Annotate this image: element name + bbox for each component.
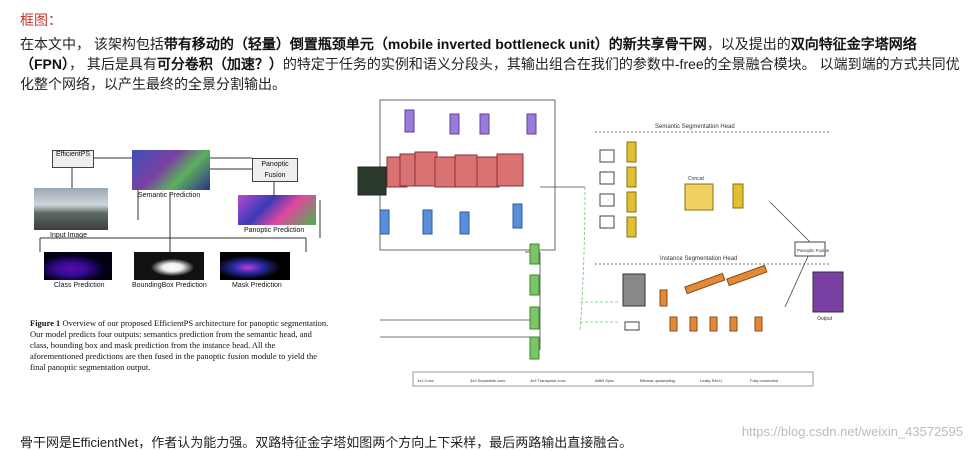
mask-block: [754, 316, 763, 332]
watermark: https://blog.csdn.net/weixin_43572595: [741, 424, 963, 439]
fpn-top-blocks: [404, 109, 537, 135]
legend-item: Fully connected: [750, 378, 778, 383]
mask-image: [220, 252, 290, 280]
para-text-4: 的特定于任务的实例和语义分段头，其输出组合在我们的参数中-free的全景融合模块…: [20, 56, 960, 92]
summary-text: 骨干网是EfficientNet，作者认为能力强。双路特征金字塔如图两个方向上下…: [20, 435, 633, 450]
fpn-bottom-block: [379, 209, 390, 235]
concat-block: [684, 183, 714, 211]
output-block: [529, 336, 540, 360]
overview-figure: EfficientPS Input Image Semantic Predict…: [20, 140, 338, 390]
lsfe-module: [599, 215, 615, 229]
panoptic-pred-label: Panoptic Prediction: [244, 227, 305, 234]
para-bold-3: 可分卷积（加速？）: [156, 56, 283, 72]
backbone-block: [476, 156, 500, 188]
semantic-head: [599, 141, 744, 238]
rpn-module: [624, 321, 640, 331]
input-image: [34, 188, 108, 230]
backbone-block: [414, 151, 438, 187]
legend-item: 3x3 Transpose conv: [530, 378, 566, 383]
para-text-1: 在本文中， 该架构包括: [20, 36, 164, 52]
para-text-2: ，以及提出的: [706, 36, 791, 52]
figure-caption: Figure 1 Overview of our proposed Effici…: [30, 318, 330, 373]
output-image: [812, 271, 844, 313]
architecture-diagram: Semantic Segmentation Head Concat Instan…: [357, 99, 844, 387]
instance-head-label: Instance Segmentation Head: [660, 256, 737, 262]
output-block: [529, 243, 540, 265]
backbone-blocks: [386, 151, 524, 188]
diagram-lines: [365, 99, 830, 350]
para-text-3: ， 其后是具有: [69, 56, 157, 72]
output-blocks: [529, 243, 540, 360]
legend-item: 3x3 Separable conv: [470, 378, 505, 383]
panoptic-fusion-box: Panoptic Fusion: [252, 158, 298, 182]
intro-paragraph: 在本文中， 该架构包括带有移动的（轻量）倒置瓶颈单元（mobile invert…: [20, 34, 960, 94]
fpn-bottom-blocks: [379, 203, 523, 235]
backbone-block: [454, 154, 478, 188]
output-block: [529, 274, 540, 296]
legend-item: 1x1 Conv: [417, 378, 434, 383]
mask-block: [689, 316, 698, 332]
panoptic-image: [238, 195, 316, 225]
class-label: Class Prediction: [54, 282, 105, 289]
legend-item: Bilinear upsampling: [640, 378, 675, 383]
semantic-logits-block: [732, 183, 744, 209]
semantic-image: [132, 150, 210, 190]
panoptic-fusion-text: Panoptic Fusion: [797, 248, 830, 253]
concat-label: Concat: [688, 176, 704, 182]
semantic-block: [626, 191, 637, 213]
fpn-top-block: [526, 113, 537, 135]
bbox-image: [134, 252, 204, 280]
instance-fc-block: [726, 264, 768, 287]
roi-align-module: [622, 273, 646, 307]
panoptic-fusion-module: [794, 241, 826, 257]
fpn-bottom-block: [422, 209, 433, 235]
semantic-label: Semantic Prediction: [138, 192, 201, 199]
para-bold-1: 带有移动的（轻量）倒置瓶颈单元（mobile inverted bottlene…: [163, 36, 707, 52]
mask-block: [669, 316, 678, 332]
lsfe-module: [599, 193, 615, 207]
fpn-top-block: [404, 109, 415, 133]
input-thumbnail: [357, 166, 387, 196]
dpc-module: [599, 149, 615, 163]
caption-text: Overview of our proposed EfficientPS arc…: [30, 318, 329, 372]
fpn-top-block: [479, 113, 490, 135]
output-block: [529, 306, 540, 330]
semantic-head-label: Semantic Segmentation Head: [655, 124, 735, 130]
efficientps-box: EfficientPS: [52, 150, 94, 168]
caption-bold: Figure 1: [30, 318, 61, 328]
instance-block: [659, 289, 668, 307]
fpn-top-block: [449, 113, 460, 135]
legend-item: Leaky ReLU: [700, 378, 722, 383]
fpn-bottom-block: [512, 203, 523, 229]
backbone-block: [496, 153, 524, 187]
semantic-block: [626, 166, 637, 188]
section-heading: 框图：: [20, 12, 62, 28]
input-image-label: Input Image: [50, 232, 87, 239]
para-bold-2: 双向特征金字塔网络（FPN）: [20, 36, 917, 72]
instance-head: [622, 264, 768, 332]
legend-item: iABN Sync: [595, 378, 614, 383]
output-label: Output: [817, 316, 833, 322]
mask-block: [729, 316, 738, 332]
class-image: [44, 252, 112, 280]
instance-fc-block: [684, 272, 726, 295]
legend: 1x1 Conv 3x3 Separable conv 3x3 Transpos…: [412, 371, 814, 387]
mask-label: Mask Prediction: [232, 282, 282, 289]
fpn-bottom-block: [459, 211, 470, 235]
backbone-block: [434, 156, 458, 188]
semantic-block: [626, 141, 637, 163]
dpc-module: [599, 171, 615, 185]
mask-block: [709, 316, 718, 332]
semantic-block: [626, 216, 637, 238]
bbox-label: BoundingBox Prediction: [132, 282, 207, 289]
